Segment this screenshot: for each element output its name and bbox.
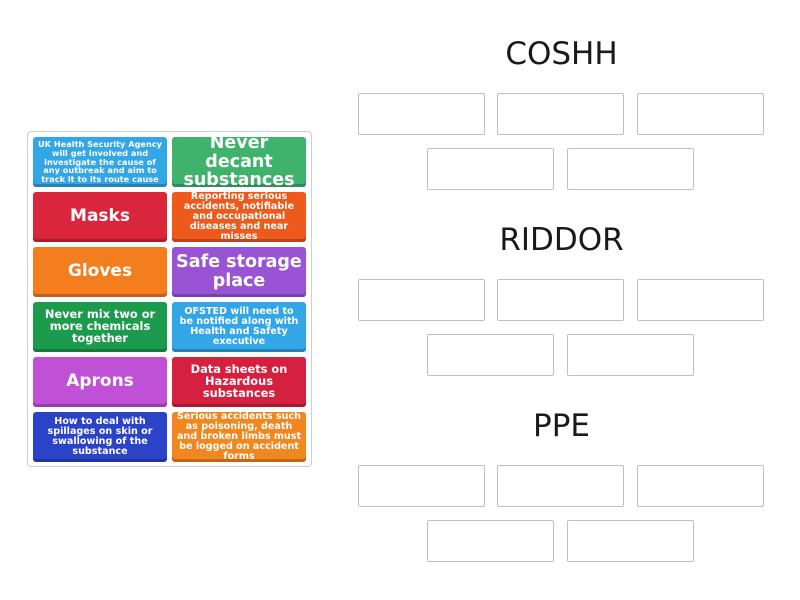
card-pool: UK Health Security Agency will get invol… xyxy=(27,131,312,467)
card-reporting-serious-accidents[interactable]: Reporting serious accidents, notifiable … xyxy=(172,192,306,242)
drop-slot[interactable] xyxy=(358,93,485,135)
card-ukhsa[interactable]: UK Health Security Agency will get invol… xyxy=(33,137,167,187)
card-spillages[interactable]: How to deal with spillages on skin or sw… xyxy=(33,412,167,462)
card-masks[interactable]: Masks xyxy=(33,192,167,242)
group-title-ppe: PPE xyxy=(533,408,590,444)
card-never-mix-chemicals[interactable]: Never mix two or more chemicals together xyxy=(33,302,167,352)
card-aprons[interactable]: Aprons xyxy=(33,357,167,407)
group-title-coshh: COSHH xyxy=(505,36,618,72)
drop-slot[interactable] xyxy=(427,148,554,190)
group-title-riddor: RIDDOR xyxy=(499,222,624,258)
drop-slot[interactable] xyxy=(497,465,624,507)
card-data-sheets[interactable]: Data sheets on Hazardous substances xyxy=(172,357,306,407)
drop-slot[interactable] xyxy=(567,334,694,376)
card-ofsted-notified[interactable]: OFSTED will need to be notified along wi… xyxy=(172,302,306,352)
drop-slot[interactable] xyxy=(358,465,485,507)
drop-slot[interactable] xyxy=(427,520,554,562)
drop-slot[interactable] xyxy=(427,334,554,376)
drop-slot[interactable] xyxy=(497,279,624,321)
drop-slot[interactable] xyxy=(637,93,764,135)
drop-slot[interactable] xyxy=(567,148,694,190)
drop-slot[interactable] xyxy=(358,279,485,321)
card-never-decant[interactable]: Never decant substances xyxy=(172,137,306,187)
drop-slot[interactable] xyxy=(637,279,764,321)
drop-slot[interactable] xyxy=(637,465,764,507)
card-serious-accidents-logged[interactable]: Serious accidents such as poisoning, dea… xyxy=(172,412,306,462)
drop-slot[interactable] xyxy=(567,520,694,562)
card-safe-storage[interactable]: Safe storage place xyxy=(172,247,306,297)
card-gloves[interactable]: Gloves xyxy=(33,247,167,297)
drop-slot[interactable] xyxy=(497,93,624,135)
